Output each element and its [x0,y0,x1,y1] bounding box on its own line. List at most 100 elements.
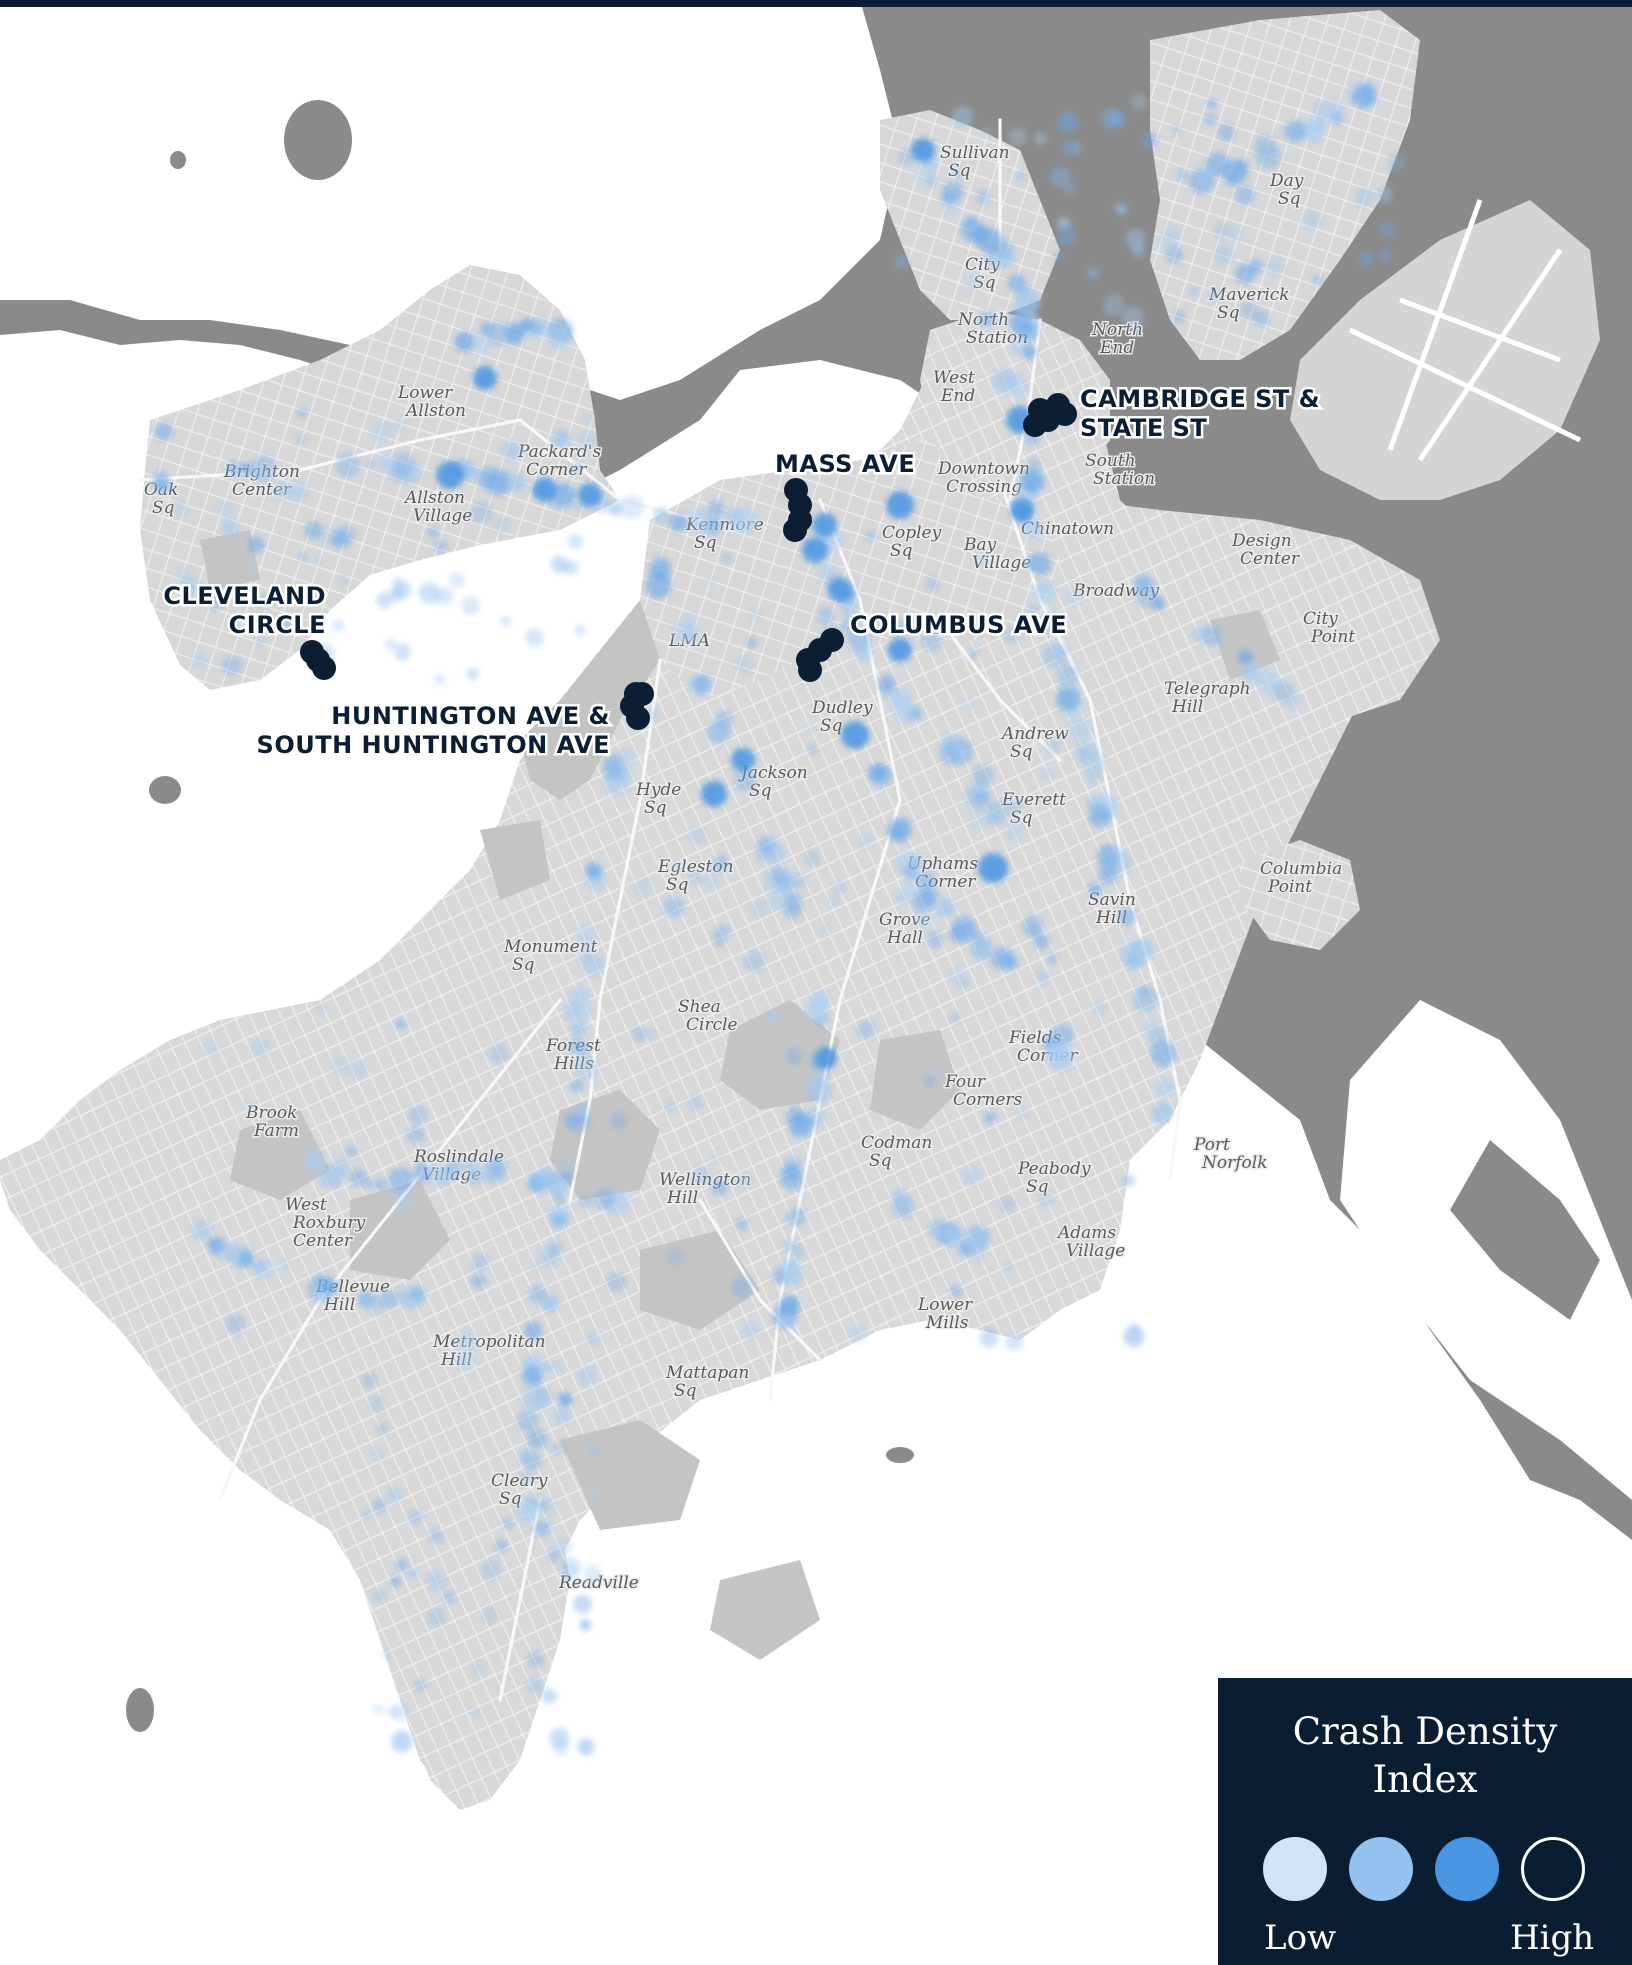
density-point [786,1207,806,1227]
density-point [1142,1018,1159,1034]
density-point [547,1549,560,1562]
density-point [871,763,887,780]
density-point [449,572,465,589]
density-point [1188,285,1200,297]
density-point [574,624,586,636]
density-point [370,420,393,443]
density-point [1206,98,1218,109]
density-point [750,899,769,918]
density-point [407,1105,428,1125]
density-point [546,326,572,351]
density-point [538,1496,558,1516]
density-point [344,1144,359,1158]
legend-panel: Crash Density Index Low High [1218,1678,1632,1965]
density-point [1255,670,1280,694]
density-point [361,1177,375,1190]
hotspot-blob [1053,402,1077,426]
density-point [298,552,309,562]
density-point [711,1179,728,1196]
density-point [942,181,964,203]
density-point [1128,1322,1141,1335]
density-point [1115,203,1128,215]
density-point [895,890,911,907]
density-point [1131,94,1147,110]
land-layer [0,10,1600,1810]
density-point [528,1285,548,1304]
density-point [367,1394,386,1413]
density-point [721,552,732,563]
density-point [501,440,522,461]
density-point [702,675,714,687]
density-point [606,1271,627,1292]
density-point [221,655,243,676]
density-point [552,1361,565,1374]
density-point [516,1411,538,1433]
density-point [246,561,258,573]
density-point [154,478,170,494]
density-point [558,1392,571,1406]
density-point [1018,322,1039,343]
density-point-high [886,491,914,519]
density-point [225,1314,246,1334]
density-point [524,1321,543,1340]
density-point [633,877,655,898]
density-point-high [888,638,912,662]
density-point [1150,1040,1176,1067]
density-point [1006,957,1019,971]
density-point [520,1471,533,1483]
density-point [1266,257,1285,276]
density-point [575,923,599,947]
density-point [1379,249,1392,262]
density-point [558,1156,576,1174]
density-point [825,893,840,908]
density-point [971,764,994,787]
density-point [585,862,602,878]
density-point [274,482,292,500]
density-point [762,865,789,892]
density-point [1242,667,1258,682]
density-point [576,1102,588,1115]
density-point [688,826,707,845]
density-point [704,517,723,536]
density-point [893,253,910,270]
density-point [191,651,208,668]
density-point [977,554,989,566]
density-point [1134,584,1158,608]
density-point [682,626,699,642]
density-point-high [473,366,497,390]
density-point [1081,752,1107,778]
density-point [737,1173,754,1190]
density-point [1010,341,1023,354]
density-point [550,555,568,574]
density-point [461,596,480,616]
density-point [748,608,763,622]
density-point [1133,986,1159,1013]
density-point [507,473,527,493]
density-point [1025,924,1040,939]
density-point [1033,933,1050,950]
density-point [527,1429,548,1450]
density-point [786,1048,803,1065]
density-point [832,880,846,895]
density-point [550,1440,567,1457]
density-point [1027,458,1042,472]
density-point [585,1331,600,1346]
density-point [206,593,223,611]
density-point [1007,797,1023,813]
density-point [553,1536,573,1556]
density-point [466,667,479,681]
neighborhood-label: Readville [558,1573,639,1593]
density-point [583,954,605,977]
